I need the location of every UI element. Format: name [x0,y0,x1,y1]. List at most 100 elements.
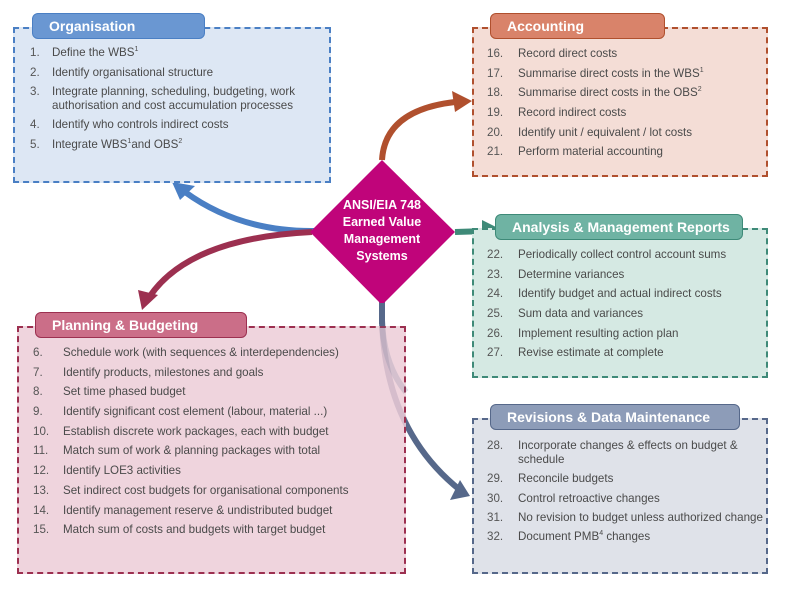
item-text: Identify significant cost element (labou… [63,405,328,419]
organisation-list: 1. Define the WBS1 2. Identify organisatio… [30,45,320,157]
list-item: 27. Revise estimate at complete [487,345,767,361]
item-number: 25. [487,307,504,321]
item-number: 6. [33,346,43,359]
item-text: Summarise direct costs in the WBS1 [518,66,704,80]
item-number: 32. [487,530,504,543]
list-item: 26.Implement resulting action plan [487,326,767,342]
item-text: Integrate planning, scheduling, budgetin… [52,85,295,112]
list-item: 22.Periodically collect control account … [487,247,767,263]
item-text: Match sum of work & planning packages wi… [63,444,321,458]
item-text: Control retroactive changes [518,492,660,505]
item-number: 12. [33,464,50,478]
item-number: 24. [487,287,504,301]
center-line-4: Systems [356,249,408,263]
center-line-3: Management [343,232,421,246]
item-number: 23. [487,267,504,281]
item-text: Reconcile budgets [518,472,614,485]
item-number: 15. [33,523,50,537]
item-text: Identify management reserve & undistribu… [63,503,333,517]
arrow-head-accounting [452,91,472,112]
list-item: 31.No revision to budget unless authoriz… [487,511,765,525]
list-item: 19. Record indirect costs [487,105,762,121]
list-item: 12. Identify LOE3 activities [33,463,403,479]
accounting-title: Accounting [507,18,584,34]
list-item: 3. Integrate planning, scheduling, budget… [30,85,320,113]
list-item: 7. Identify products, milestones and goal… [33,365,403,381]
analysis-title: Analysis & Management Reports [512,219,730,235]
list-item: 21.Perform material accounting [487,144,762,160]
organisation-header: Organisation [32,13,205,39]
accounting-list: 16.Record direct costs 17. Summarise dire… [487,46,762,164]
item-number: 1. [30,46,40,59]
item-text: Set indirect cost budgets for organisati… [63,483,349,497]
list-item: 29. Reconcile budgets [487,471,765,487]
item-number: 29. [487,472,504,485]
item-text: Periodically collect control account sum… [518,248,727,261]
item-number: 20. [487,125,504,139]
item-text: Set time phased budget [63,385,186,399]
revisions-title: Revisions & Data Maintenance [507,409,711,425]
item-number: 7. [33,365,43,379]
item-text: Identify LOE3 activities [63,464,181,478]
item-number: 26. [487,326,504,340]
item-text: Perform material accounting [518,145,663,159]
planning-box [17,326,406,574]
planning-title: Planning & Budgeting [52,317,199,333]
item-text: Identify who controls indirect costs [52,118,229,131]
list-item: 16.Record direct costs [487,46,762,62]
list-item: 1. Define the WBS1 [30,45,320,61]
list-item: 24. Identify budget and actual indirect c… [487,286,767,302]
item-text: Match sum of costs and budgets with targ… [63,523,326,537]
item-text: Revise estimate at complete [518,346,664,360]
organisation-box [13,27,331,183]
item-number: 2. [30,66,40,79]
item-number: 17. [487,66,504,80]
item-text: Record indirect costs [518,106,627,120]
analysis-box [472,228,768,378]
item-text: Schedule work (with sequences & interdep… [63,346,339,359]
center-line-1: ANSI/EIA 748 [342,198,422,212]
list-item: 10.Establish discrete work packages, eac… [33,424,403,440]
revisions-header: Revisions & Data Maintenance [490,404,740,430]
item-text: Identify products, milestones and goals [63,365,264,379]
item-number: 9. [33,405,43,419]
list-item: 2. Identify organisational structure [30,65,320,81]
item-number: 5. [30,138,40,151]
list-item: 6. Schedule work (with sequences & interd… [33,345,403,361]
arrow-to-organisation [183,189,316,235]
list-item: 28.Incorporate changes & effects on budg… [487,439,765,467]
item-text: Incorporate changes & effects on budget … [518,439,738,466]
list-item: 8.Set time phased budget [33,384,403,400]
center-diamond [310,160,455,305]
arrow-head-planning [138,290,158,310]
organisation-title: Organisation [49,18,136,34]
list-item: 20.Identify unit / equivalent / lot cost… [487,125,762,141]
item-number: 16. [487,47,504,60]
item-text: Establish discrete work packages, each w… [63,424,329,438]
item-text: Define the WBS1 [52,46,139,59]
arrow-to-planning [147,229,313,298]
list-item: 14.Identify management reserve & undistr… [33,503,403,519]
item-text: Identify budget and actual indirect cost… [518,287,722,301]
item-number: 18. [487,86,504,100]
item-number: 19. [487,106,504,120]
analysis-header: Analysis & Management Reports [495,214,743,240]
list-item: 18.Summarise direct costs in the OBS2 [487,85,762,101]
item-number: 11. [33,444,49,458]
item-number: 4. [30,118,40,131]
item-number: 3. [30,85,40,98]
arrow-head-revisions [450,480,470,500]
analysis-list: 22.Periodically collect control account … [487,247,767,365]
list-item: 4. Identify who controls indirect costs [30,117,320,133]
list-item: 13.Set indirect cost budgets for organis… [33,483,403,499]
list-item: 23. Determine variances [487,267,767,283]
arrow-head-organisation [172,182,195,200]
list-item: 17. Summarise direct costs in the WBS1 [487,66,762,82]
item-number: 30. [487,492,504,505]
list-item: 30. Control retroactive changes [487,491,765,507]
item-text: Identify organisational structure [52,66,214,79]
item-text: Determine variances [518,267,625,281]
list-item: 5.Integrate WBS1and OBS2 [30,137,320,153]
center-line-2: Earned Value [342,215,422,229]
item-number: 27. [487,346,504,360]
